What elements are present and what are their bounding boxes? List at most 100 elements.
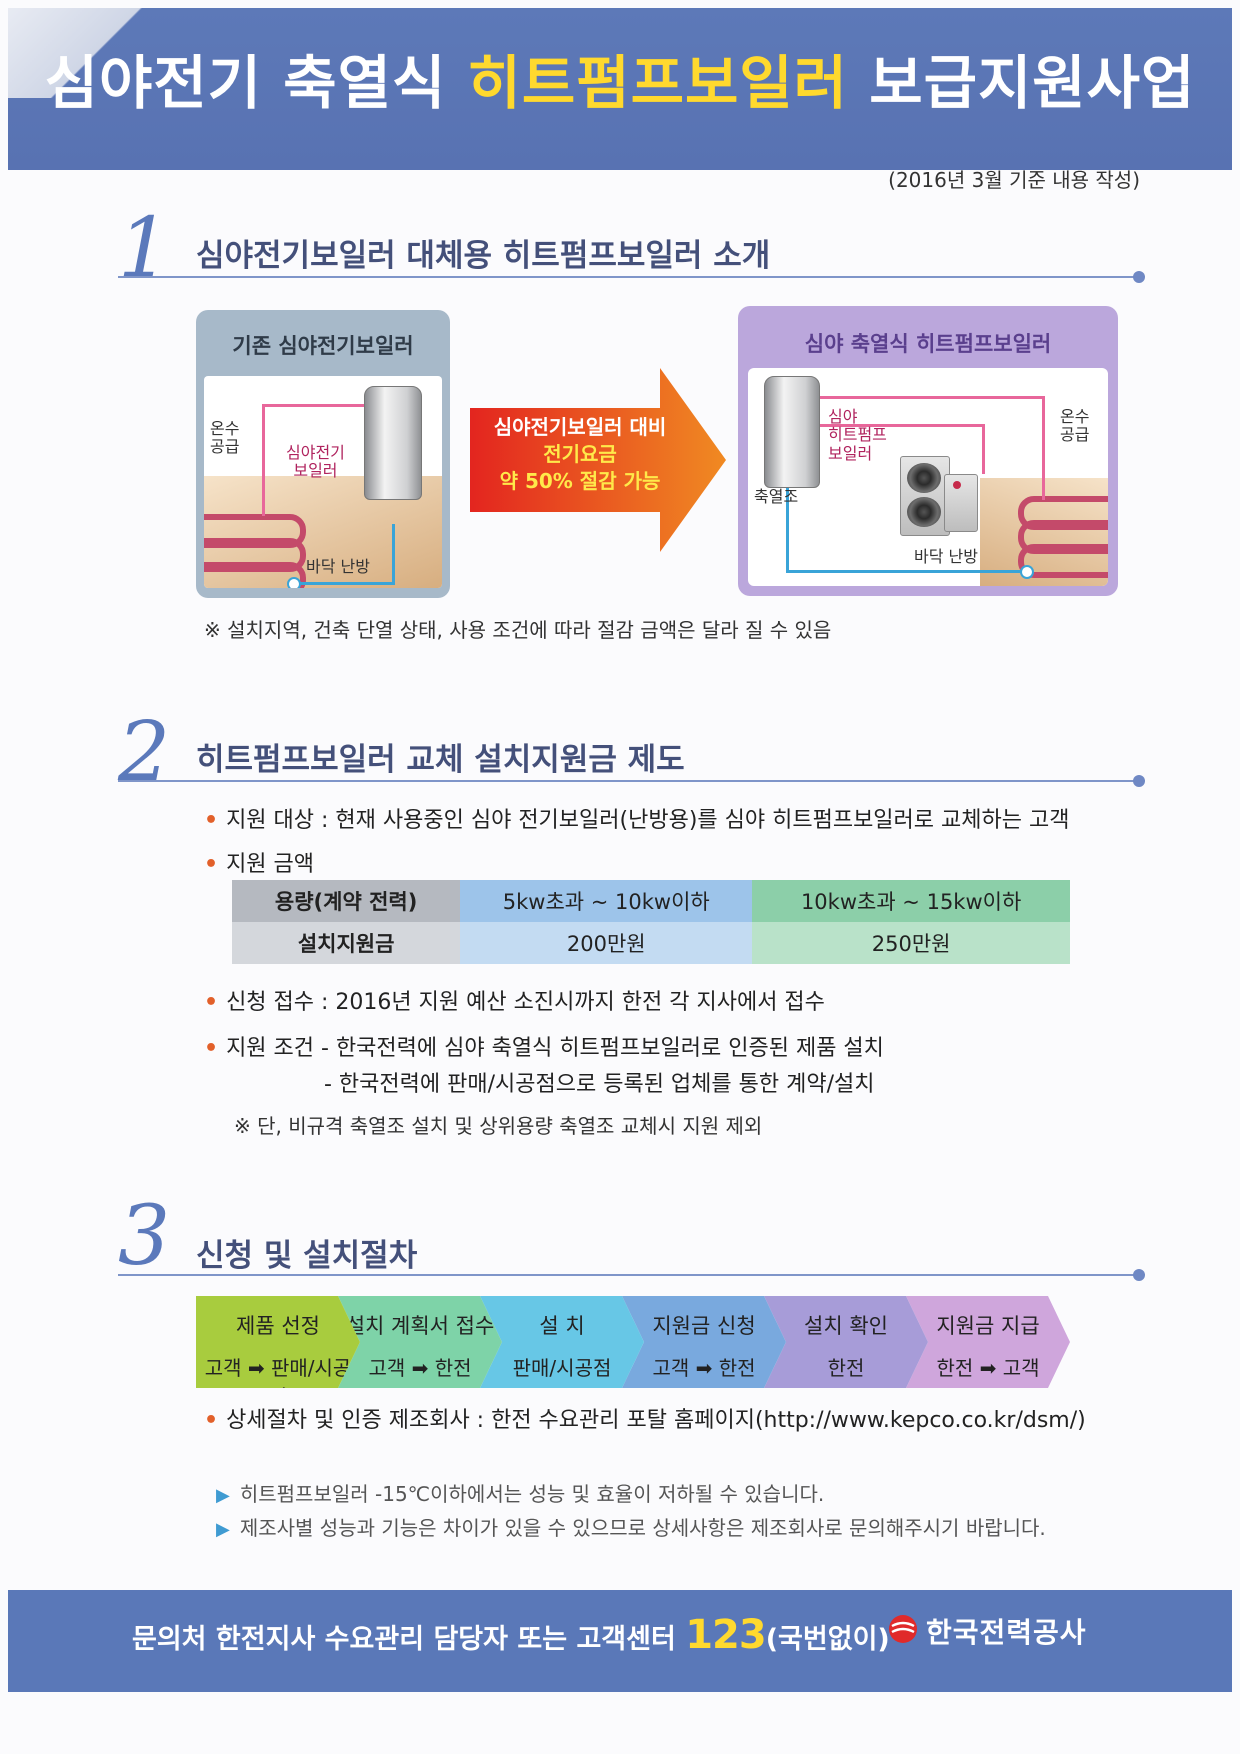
table-cell: 10kw초과 ~ 15kw이하 [752, 880, 1070, 922]
section-1-number: 1 [118, 201, 171, 296]
support-amount-text: 지원 금액 [226, 852, 315, 877]
section-2-divider-dot [1133, 775, 1145, 787]
return-pipe [786, 488, 789, 572]
notice-1-text: 히트펌프보일러 -15℃이하에서는 성능 및 효율이 저하될 수 있습니다. [239, 1482, 825, 1506]
kepco-logo-icon [889, 1615, 917, 1643]
exception-note: ※ 단, 비규격 축열조 설치 및 상위용량 축열조 교체시 지원 제외 [234, 1114, 763, 1138]
section-1-divider-dot [1133, 271, 1145, 283]
label-line: 심야전기 [286, 443, 345, 462]
floor-coil [1018, 520, 1108, 554]
section-1-title: 심야전기보일러 대체용 히트펌프보일러 소개 [196, 238, 771, 274]
label-line: 보일러 [828, 443, 873, 463]
hot-water-pipe [262, 404, 392, 407]
support-target-text: 지원 대상 : 현재 사용중인 심야 전기보일러(난방용)를 심야 히트펌프보일… [226, 808, 1070, 833]
application-info: •신청 접수 : 2016년 지원 예산 소진시까지 한전 각 지사에서 접수 [204, 984, 825, 1016]
step-title: 설치 확인 [804, 1314, 888, 1338]
label-line: 심야 [828, 407, 858, 426]
label-line: 공급 [1060, 425, 1090, 445]
step-title: 설치 계획서 접수 [345, 1314, 495, 1338]
table-row: 설치지원금 200만원 250만원 [232, 922, 1070, 964]
company-name: 한국전력공사 [926, 1616, 1087, 1649]
indoor-unit-icon [944, 474, 978, 532]
bullet-icon: • [204, 808, 219, 833]
floor-coil [204, 538, 306, 572]
bullet-icon: • [204, 1408, 219, 1433]
step-subtitle: 고객 ➡ 한전 [368, 1356, 472, 1380]
title-part-2: 보급지원사업 [848, 49, 1196, 117]
heatpump-boiler-title: 심야 축열식 히트펌프보일러 [804, 332, 1052, 356]
savings-arrow-icon [470, 368, 726, 552]
title-part-1: 심야전기 축열식 [44, 49, 468, 117]
page-title: 심야전기 축열식 히트펌프보일러 보급지원사업 [0, 36, 1240, 120]
floor-coil [1018, 496, 1108, 530]
table-cell: 250만원 [752, 922, 1070, 964]
step-title: 지원금 지급 [936, 1314, 1040, 1338]
bullet-icon: • [204, 990, 219, 1015]
return-pipe [292, 582, 395, 585]
support-amount-table: 용량(계약 전력) 5kw초과 ~ 10kw이하 10kw초과 ~ 15kw이하… [232, 880, 1070, 964]
step-subtitle: 고객 ➡ 판매/시공점 [204, 1356, 352, 1409]
hot-water-pipe [1042, 396, 1045, 500]
savings-line-1: 심야전기보일러 대비 [493, 415, 667, 439]
fan-icon [907, 463, 941, 493]
detail-info: •상세절차 및 인증 제조회사 : 한전 수요관리 포탈 홈페이지(http:/… [204, 1402, 1086, 1434]
notice-1: ▶ 히트펌프보일러 -15℃이하에서는 성능 및 효율이 저하될 수 있습니다. [216, 1478, 824, 1507]
step-subtitle: 한전 [827, 1356, 865, 1380]
floor-coil [1018, 544, 1108, 578]
table-cell: 설치지원금 [232, 922, 461, 964]
bullet-icon: • [204, 1036, 219, 1061]
savings-text: 심야전기보일러 대비 전기요금 약 50% 절감 가능 [470, 414, 690, 495]
floor-coil [204, 514, 306, 548]
section-3-divider-dot [1133, 1269, 1145, 1281]
section-2-title: 히트펌프보일러 교체 설치지원금 제도 [196, 742, 685, 778]
section-2-number: 2 [118, 705, 171, 800]
table-row: 용량(계약 전력) 5kw초과 ~ 10kw이하 10kw초과 ~ 15kw이하 [232, 880, 1070, 922]
hot-water-pipe [262, 404, 265, 516]
triangle-bullet-icon: ▶ [216, 1519, 230, 1540]
hot-water-pipe [982, 424, 985, 474]
floor-coil [204, 562, 306, 588]
electric-boiler-icon [364, 386, 422, 500]
table-cell: 용량(계약 전력) [232, 880, 461, 922]
outdoor-unit-icon [900, 456, 950, 536]
label-line: 보일러 [293, 461, 338, 481]
step-title: 설 치 [539, 1314, 585, 1338]
support-amount-label: •지원 금액 [204, 846, 314, 878]
title-highlight: 히트펌프보일러 [467, 49, 849, 117]
return-pipe [392, 524, 395, 584]
savings-line-3: 약 50% 절감 가능 [499, 469, 661, 493]
label-line: 온수 [1060, 407, 1090, 426]
hot-water-pipe [804, 396, 1042, 399]
floor-heating-label: 바닥 난방 [914, 547, 978, 566]
table-cell: 5kw초과 ~ 10kw이하 [460, 880, 753, 922]
notice-2: ▶ 제조사별 성능과 기능은 차이가 있을 수 있으므로 상세사항은 제조회사로 … [216, 1512, 1046, 1541]
date-note: (2016년 3월 기준 내용 작성) [888, 168, 1140, 192]
table-cell: 200만원 [460, 922, 753, 964]
notice-2-text: 제조사별 성능과 기능은 차이가 있을 수 있으므로 상세사항은 제조회사로 문… [239, 1516, 1046, 1540]
return-pipe [786, 570, 1026, 573]
header-banner [8, 8, 1232, 170]
label-line: 온수 [210, 419, 240, 438]
support-condition-1-text: 지원 조건 - 한국전력에 심야 축열식 히트펌프보일러로 인증된 제품 설치 [226, 1036, 884, 1061]
support-condition-1: • 지원 조건 - 한국전력에 심야 축열식 히트펌프보일러로 인증된 제품 설치 [204, 1030, 884, 1062]
section-3-number: 3 [118, 1189, 171, 1284]
corner-fold [8, 8, 158, 98]
contact-info: 문의처 한전지사 수요관리 담당자 또는 고객센터 123(국번없이) [132, 1612, 890, 1658]
triangle-bullet-icon: ▶ [216, 1485, 230, 1506]
step-subtitle: 판매/시공점 [512, 1356, 612, 1380]
step-title: 제품 선정 [236, 1314, 320, 1338]
step-title: 지원금 신청 [652, 1314, 756, 1338]
brand-logo-icon [953, 481, 961, 489]
fan-icon [907, 497, 941, 527]
section-1-divider [118, 276, 1136, 278]
section-2-divider [118, 780, 1136, 782]
